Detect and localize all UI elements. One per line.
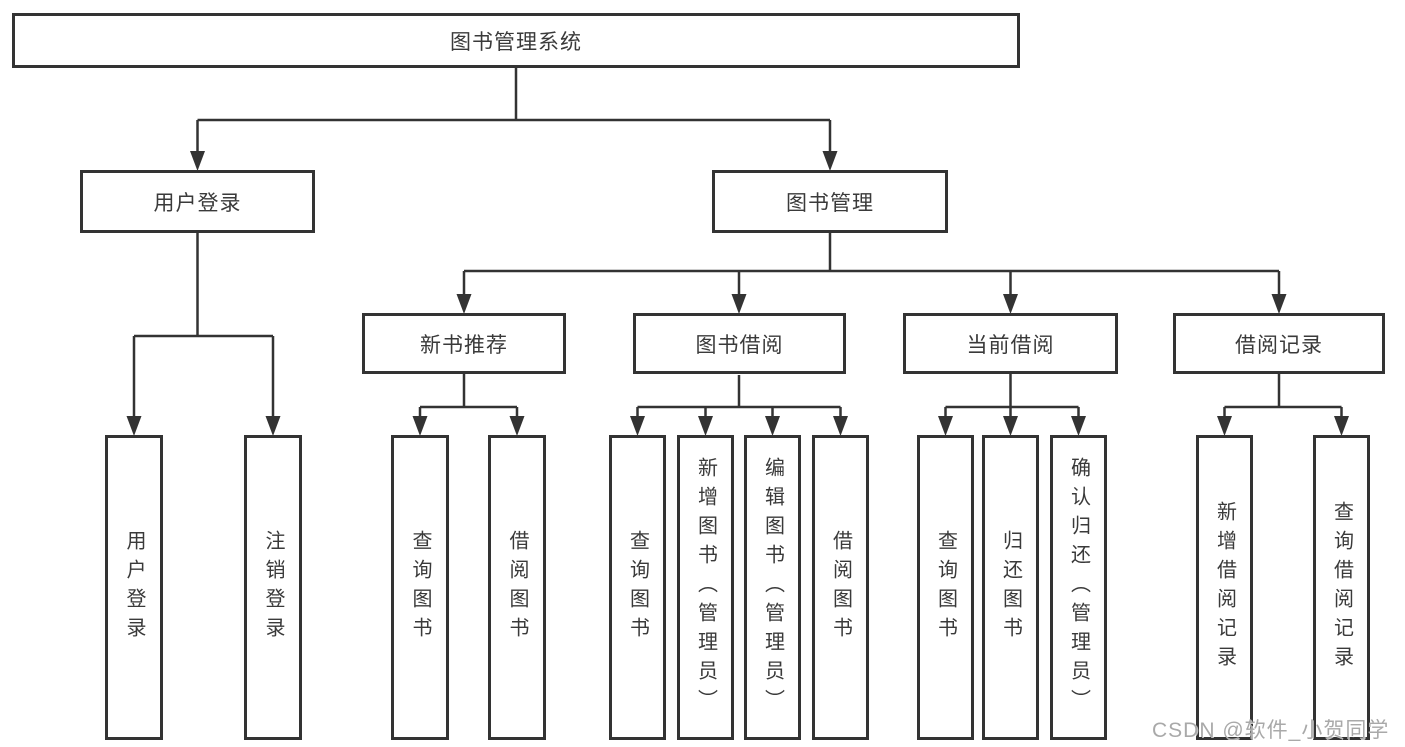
leaf-recommend-borrow-book-label: 借阅图书: [506, 529, 528, 646]
leaf-recommend-query-book-label: 查询图书: [409, 529, 431, 646]
node-current-borrow: 当前借阅: [903, 313, 1118, 374]
node-book-management-label: 图书管理: [786, 191, 874, 215]
leaf-borrow-edit-book-label: 编辑图书（管理员）: [761, 457, 784, 718]
leaf-records-query-record-label: 查询借阅记录: [1330, 500, 1353, 675]
leaf-current-confirm-return: 确认归还（管理员）: [1050, 435, 1107, 740]
leaf-current-return-book-label: 归还图书: [999, 529, 1022, 646]
leaf-borrow-add-book: 新增图书（管理员）: [677, 435, 734, 740]
node-current-borrow-label: 当前借阅: [966, 333, 1055, 357]
node-user-login: 用户登录: [80, 170, 315, 233]
leaf-user-login-label: 用户登录: [123, 529, 145, 646]
leaf-current-confirm-return-label: 确认归还（管理员）: [1067, 457, 1090, 718]
leaf-logout-label: 注销登录: [262, 529, 284, 646]
leaf-current-return-book: 归还图书: [982, 435, 1039, 740]
node-root: 图书管理系统: [12, 13, 1020, 68]
node-book-borrow: 图书借阅: [633, 313, 846, 374]
leaf-user-login: 用户登录: [105, 435, 163, 740]
leaf-current-query-book: 查询图书: [917, 435, 974, 740]
node-borrow-records-label: 借阅记录: [1235, 333, 1323, 357]
node-user-login-label: 用户登录: [153, 191, 242, 215]
leaf-borrow-borrow-book-label: 借阅图书: [829, 529, 852, 646]
node-root-label: 图书管理系统: [450, 30, 582, 54]
leaf-recommend-query-book: 查询图书: [391, 435, 449, 740]
leaf-borrow-query-book: 查询图书: [609, 435, 666, 740]
leaf-borrow-add-book-label: 新增图书（管理员）: [694, 457, 717, 718]
leaf-records-add-record: 新增借阅记录: [1196, 435, 1253, 740]
node-new-book-recommend: 新书推荐: [362, 313, 566, 374]
leaf-records-add-record-label: 新增借阅记录: [1213, 500, 1236, 675]
node-borrow-records: 借阅记录: [1173, 313, 1385, 374]
leaf-borrow-query-book-label: 查询图书: [626, 529, 649, 646]
leaf-logout: 注销登录: [244, 435, 302, 740]
leaf-borrow-borrow-book: 借阅图书: [812, 435, 869, 740]
node-book-borrow-label: 图书借阅: [695, 333, 784, 357]
arrowheads: [126, 151, 1349, 436]
node-new-book-recommend-label: 新书推荐: [420, 333, 508, 357]
leaf-current-query-book-label: 查询图书: [934, 529, 957, 646]
watermark: CSDN @软件_小贺同学: [1152, 719, 1390, 742]
leaf-recommend-borrow-book: 借阅图书: [488, 435, 546, 740]
leaf-borrow-edit-book: 编辑图书（管理员）: [744, 435, 801, 740]
leaf-records-query-record: 查询借阅记录: [1313, 435, 1370, 740]
node-book-management: 图书管理: [712, 170, 948, 233]
